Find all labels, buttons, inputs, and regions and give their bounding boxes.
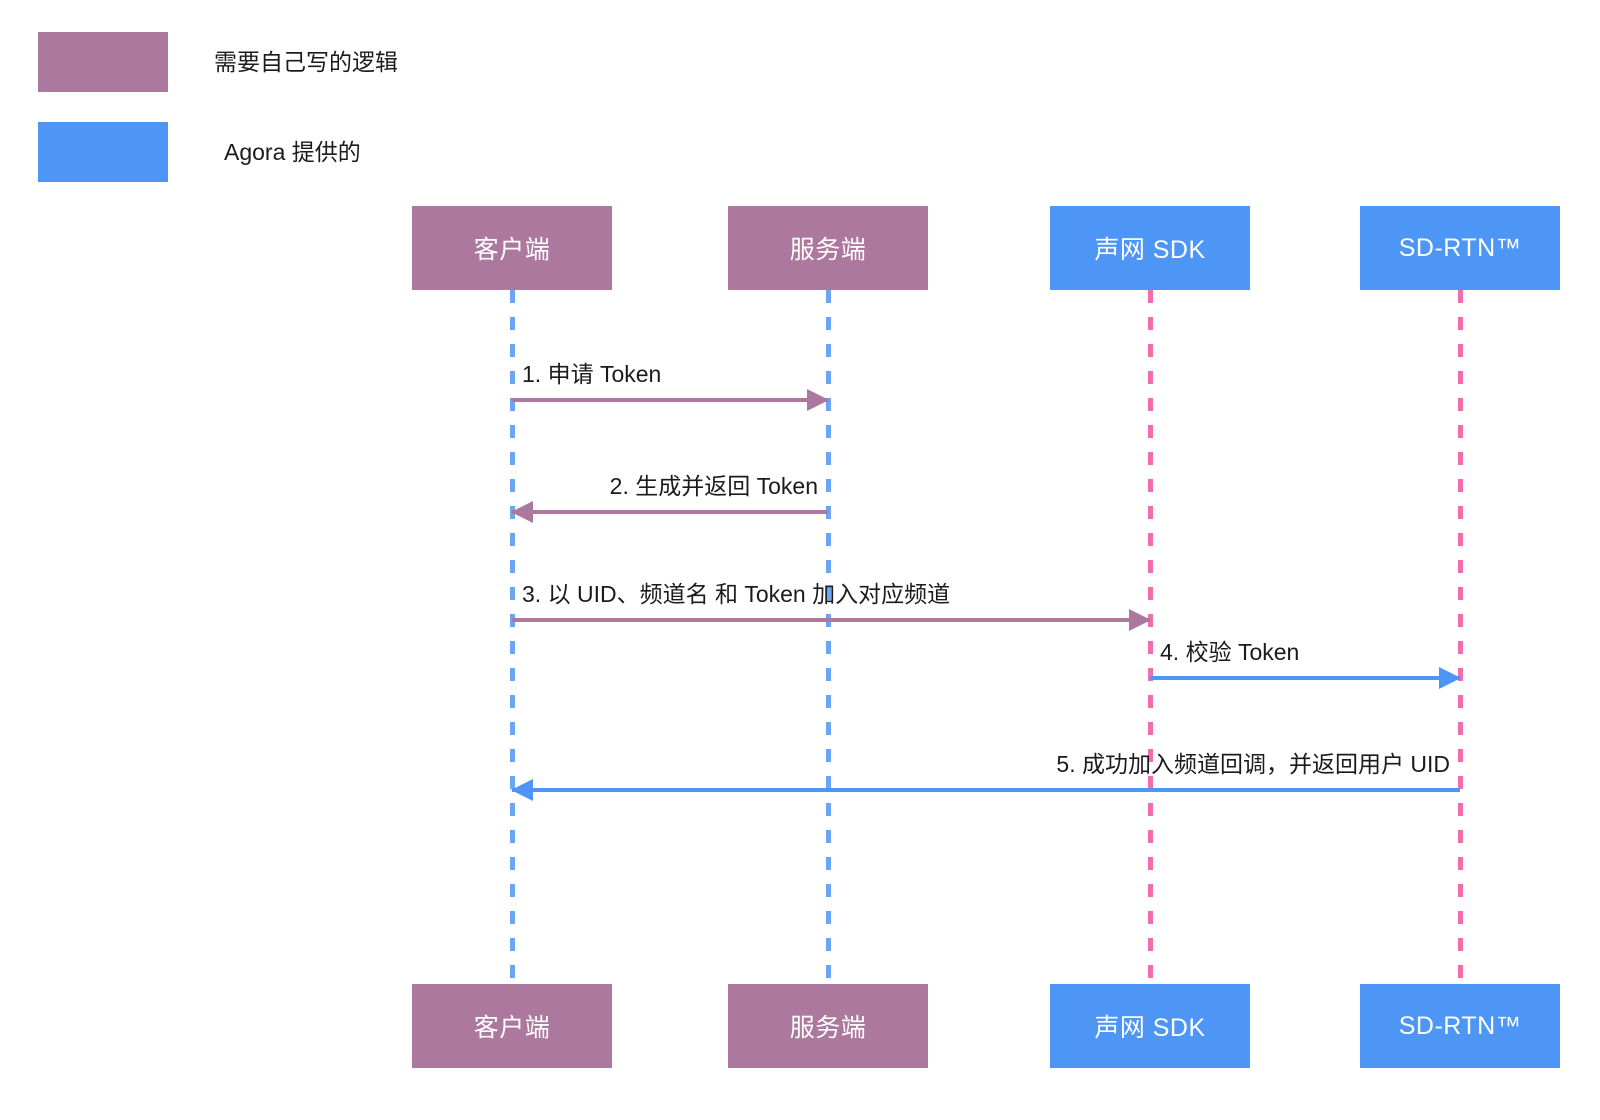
lifeline-sdk — [1148, 290, 1153, 984]
message-label-4: 4. 校验 Token — [1160, 639, 1300, 665]
lifeline-sdrtn — [1458, 290, 1463, 984]
actor-box-client-footer: 客户端 — [412, 984, 612, 1068]
message-label-2: 2. 生成并返回 Token — [609, 473, 818, 499]
message-arrowhead-5 — [511, 779, 533, 801]
actor-label-server: 服务端 — [789, 236, 867, 264]
message-arrowhead-3 — [1129, 609, 1151, 631]
actor-box-server-header: 服务端 — [728, 206, 928, 290]
legend-label-custom-logic: 需要自己写的逻辑 — [214, 48, 398, 75]
actor-label-sdk: 声网 SDK — [1094, 1014, 1206, 1042]
legend-item-custom-logic: 需要自己写的逻辑 — [38, 32, 398, 92]
message-line-5 — [512, 788, 1460, 792]
lifeline-client — [510, 290, 515, 984]
actor-box-server-footer: 服务端 — [728, 984, 928, 1068]
actor-label-sdrtn: SD-RTN™ — [1398, 1011, 1522, 1040]
legend-swatch-agora-provided — [38, 122, 168, 182]
message-arrowhead-4 — [1439, 667, 1461, 689]
actor-box-sdrtn-footer: SD-RTN™ — [1360, 984, 1560, 1068]
message-line-4 — [1150, 676, 1460, 680]
actor-label-client: 客户端 — [473, 236, 551, 264]
message-label-1: 1. 申请 Token — [522, 361, 662, 387]
legend-item-agora-provided: Agora 提供的 — [38, 122, 361, 182]
actor-label-client: 客户端 — [473, 1014, 551, 1042]
message-line-1 — [512, 398, 828, 402]
actor-label-server: 服务端 — [789, 1014, 867, 1042]
actor-box-client-header: 客户端 — [412, 206, 612, 290]
message-arrowhead-2 — [511, 501, 533, 523]
legend-swatch-custom-logic — [38, 32, 168, 92]
actor-box-sdrtn-header: SD-RTN™ — [1360, 206, 1560, 290]
actor-label-sdk: 声网 SDK — [1094, 236, 1206, 264]
message-arrowhead-1 — [807, 389, 829, 411]
lifeline-server — [826, 290, 831, 984]
message-line-3 — [512, 618, 1150, 622]
actor-box-sdk-footer: 声网 SDK — [1050, 984, 1250, 1068]
message-label-3: 3. 以 UID、频道名 和 Token 加入对应频道 — [522, 581, 951, 607]
legend-label-agora-provided: Agora 提供的 — [224, 138, 361, 165]
message-label-5: 5. 成功加入频道回调，并返回用户 UID — [1056, 751, 1450, 777]
actor-box-sdk-header: 声网 SDK — [1050, 206, 1250, 290]
message-line-2 — [512, 510, 828, 514]
actor-label-sdrtn: SD-RTN™ — [1398, 233, 1522, 262]
